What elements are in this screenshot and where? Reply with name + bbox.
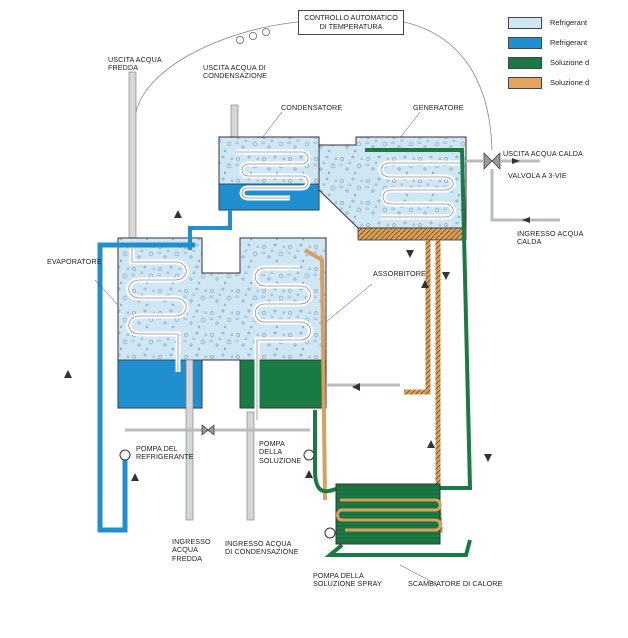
label-hot-water-out: USCITA ACQUA CALDA xyxy=(503,149,583,158)
label-condensation-water-in: INGRESSO ACQUA DI CONDENSAZIONE xyxy=(225,539,299,557)
sensor-coils xyxy=(235,27,270,45)
condensation-in-pipe xyxy=(246,411,255,521)
cold-water-out-pipe xyxy=(128,71,137,243)
spray-line xyxy=(324,539,472,557)
label-generator: GENERATORE xyxy=(413,103,464,112)
control-subtitle: DI TEMPERATURA xyxy=(319,21,383,31)
concentrated-to-absorber xyxy=(303,248,327,501)
control-line xyxy=(134,21,299,119)
solution-pump-icon xyxy=(303,449,315,461)
three-way-valve-icon xyxy=(483,152,501,170)
label-heat-exchanger: SCAMBIATORE DI CALORE xyxy=(408,579,503,588)
legend-swatch xyxy=(508,17,542,29)
legend-label: Soluzione d xyxy=(550,58,590,67)
legend-label: Soluzione d xyxy=(550,78,590,87)
legend-item: Refrigerant xyxy=(508,37,626,51)
label-evaporator: EVAPORATORE xyxy=(47,257,102,266)
label-cold-water-out: USCITA ACQUA FREDDA xyxy=(108,55,162,73)
heat-exchanger-tubes xyxy=(336,498,442,532)
label-solution-pump: POMPA DELLA SOLUZIONE xyxy=(259,439,302,465)
control-title: CONTROLLO AUTOMATICO xyxy=(304,13,398,22)
label-absorber: ASSORBITORE xyxy=(373,269,426,278)
refrigerant-condensate-line xyxy=(188,210,232,250)
label-spray-pump: POMPA DELLA SOLUZIONE SPRAY xyxy=(313,571,382,589)
temperature-control-box: CONTROLLO AUTOMATICO DI TEMPERATURA xyxy=(298,10,404,35)
label-three-way-valve: VALVOLA A 3-VIE xyxy=(508,171,567,180)
heat-exchanger xyxy=(335,483,441,545)
cold-water-in-pipe xyxy=(185,359,194,521)
legend-item: Soluzione d xyxy=(508,77,626,91)
refrigerant-loop xyxy=(97,242,195,533)
legend-swatch xyxy=(508,77,542,89)
legend-swatch xyxy=(508,37,542,49)
refrigerant-pump-icon xyxy=(119,449,131,461)
legend-item: Soluzione d xyxy=(508,57,626,71)
label-cold-water-in: INGRESSO ACQUA FREDDA xyxy=(172,537,211,563)
label-condenser: CONDENSATORE xyxy=(281,103,343,112)
label-refrigerant-pump: POMPA DEL REFRIGERANTE xyxy=(136,444,194,462)
legend-swatch xyxy=(508,57,542,69)
spray-pump-icon xyxy=(324,527,336,539)
generator-bottom xyxy=(357,227,467,241)
flow-arrows xyxy=(64,158,530,481)
control-line-right xyxy=(403,21,493,151)
label-hot-water-in: INGRESSO ACQUA CALDA xyxy=(517,229,584,247)
hot-water-lines xyxy=(490,159,560,222)
leader-lines xyxy=(94,111,439,586)
bottom-valve-icon xyxy=(201,424,215,436)
legend-label: Refrigerant xyxy=(550,18,588,27)
legend-item: Refrigerant xyxy=(508,17,626,31)
label-condensation-water-out: USCITA ACQUA DI CONDENSAZIONE xyxy=(203,63,267,81)
absorber-liquid xyxy=(239,359,327,409)
legend-label: Refrigerant xyxy=(550,38,588,47)
